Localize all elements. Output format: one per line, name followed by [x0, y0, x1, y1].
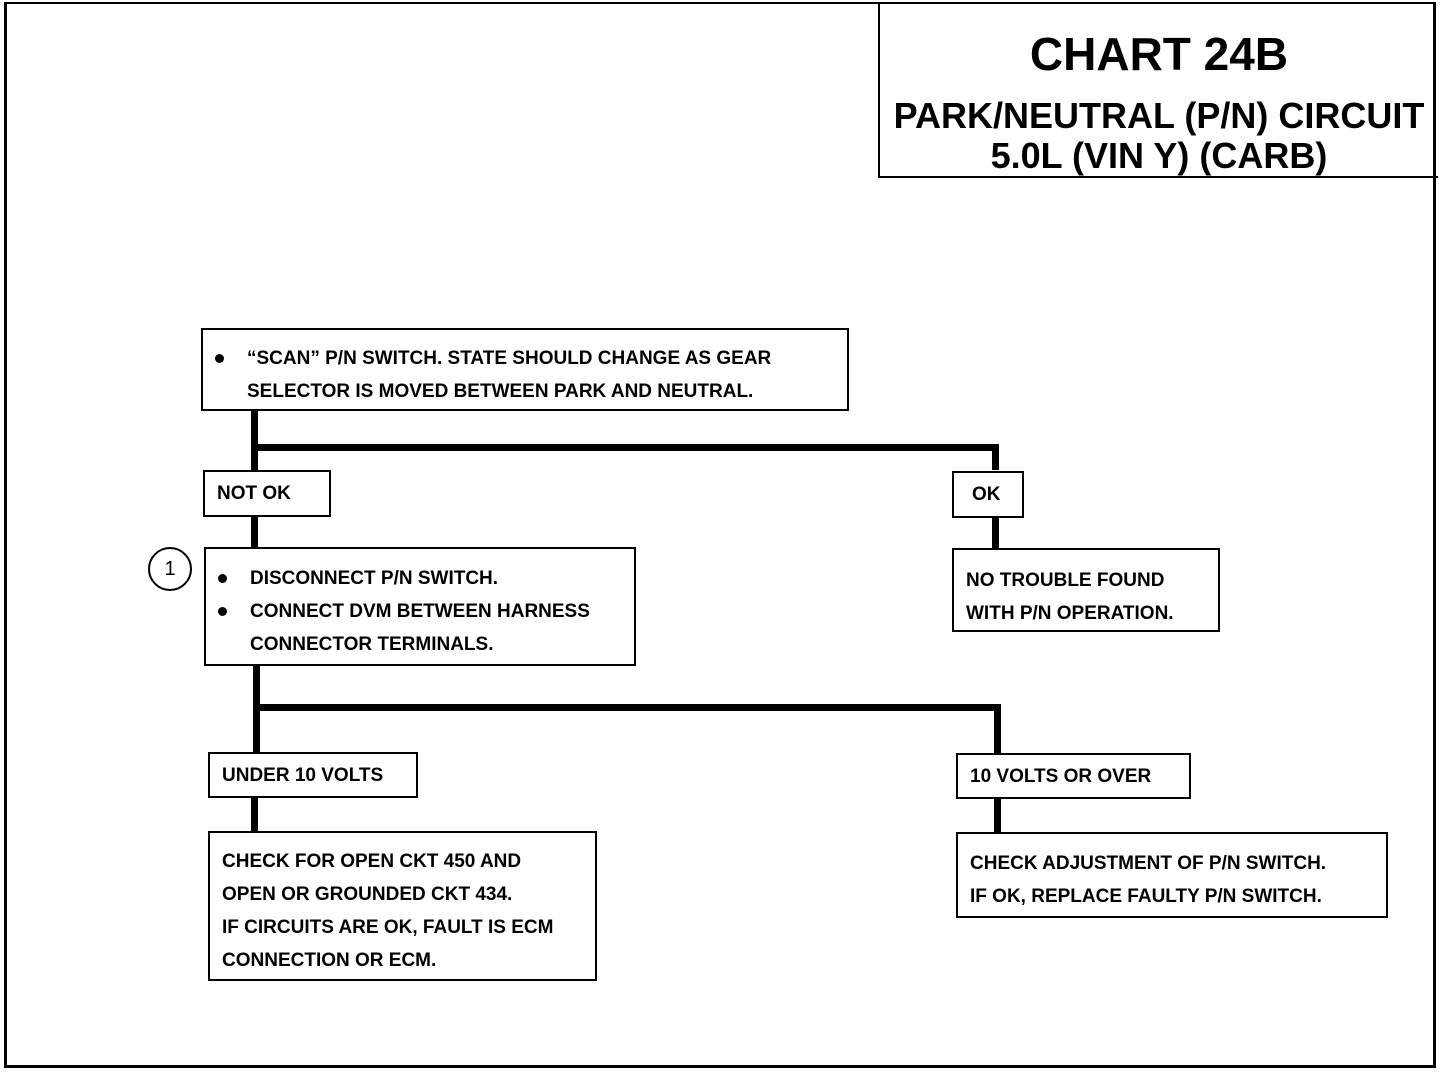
check-open-line-4: CONNECTION OR ECM. [222, 950, 437, 971]
check-adjust-line-2: IF OK, REPLACE FAULTY P/N SWITCH. [970, 886, 1322, 907]
under-10-label: UNDER 10 VOLTS [222, 765, 384, 786]
connector-over-result [994, 797, 1001, 834]
over-10-label: 10 VOLTS OR OVER [970, 766, 1152, 787]
not-ok-label: NOT OK [217, 483, 291, 504]
result-no-trouble: NO TROUBLE FOUND WITH P/N OPERATION. [952, 548, 1220, 632]
scan-bullet-text-b: SELECTOR IS MOVED BETWEEN PARK AND NEUTR… [247, 381, 754, 402]
result-10-volts-or-over: 10 VOLTS OR OVER [956, 753, 1191, 799]
disconnect-bullet-2a: CONNECT DVM BETWEEN HARNESS [206, 595, 634, 628]
title-block: CHART 24B PARK/NEUTRAL (P/N) CIRCUIT 5.0… [878, 2, 1438, 178]
connector-over-down [994, 704, 1001, 753]
check-open-line-1: CHECK FOR OPEN CKT 450 AND [222, 851, 522, 872]
connector-notok-down [251, 515, 258, 549]
chart-subtitle-circuit: PARK/NEUTRAL (P/N) CIRCUIT [893, 95, 1425, 136]
connector-scan-down [251, 410, 258, 470]
check-open-line-3: IF CIRCUITS ARE OK, FAULT IS ECM [222, 917, 554, 938]
step-scan-switch: “SCAN” P/N SWITCH. STATE SHOULD CHANGE A… [201, 328, 849, 411]
connector-volts-branch [253, 704, 1001, 711]
connector-scan-branch [251, 444, 999, 451]
no-trouble-line-2: WITH P/N OPERATION. [966, 603, 1174, 624]
page-frame [4, 2, 1436, 1068]
step-number-callout: 1 [148, 547, 192, 591]
chart-title: CHART 24B [1029, 28, 1289, 80]
step-disconnect-switch: DISCONNECT P/N SWITCH. CONNECT DVM BETWE… [204, 547, 636, 666]
ok-label: OK [972, 484, 1001, 505]
check-adjust-line-1: CHECK ADJUSTMENT OF P/N SWITCH. [970, 853, 1327, 874]
scan-bullet-text-a: “SCAN” P/N SWITCH. STATE SHOULD CHANGE A… [203, 342, 847, 375]
no-trouble-line-1: NO TROUBLE FOUND [966, 570, 1165, 591]
action-check-adjustment: CHECK ADJUSTMENT OF P/N SWITCH. IF OK, R… [956, 832, 1388, 918]
action-check-open-circuit: CHECK FOR OPEN CKT 450 AND OPEN OR GROUN… [208, 831, 597, 981]
result-not-ok: NOT OK [203, 470, 331, 517]
chart-subtitle-engine: 5.0L (VIN Y) (CARB) [990, 135, 1328, 176]
disconnect-bullet-1: DISCONNECT P/N SWITCH. [206, 562, 634, 595]
result-under-10-volts: UNDER 10 VOLTS [208, 752, 418, 798]
check-open-line-2: OPEN OR GROUNDED CKT 434. [222, 884, 513, 905]
result-ok: OK [952, 471, 1024, 518]
connector-ok-result [992, 515, 999, 551]
connector-under-result [251, 795, 258, 833]
disconnect-bullet-2b: CONNECTOR TERMINALS. [250, 634, 494, 655]
connector-ok-down [992, 444, 999, 470]
